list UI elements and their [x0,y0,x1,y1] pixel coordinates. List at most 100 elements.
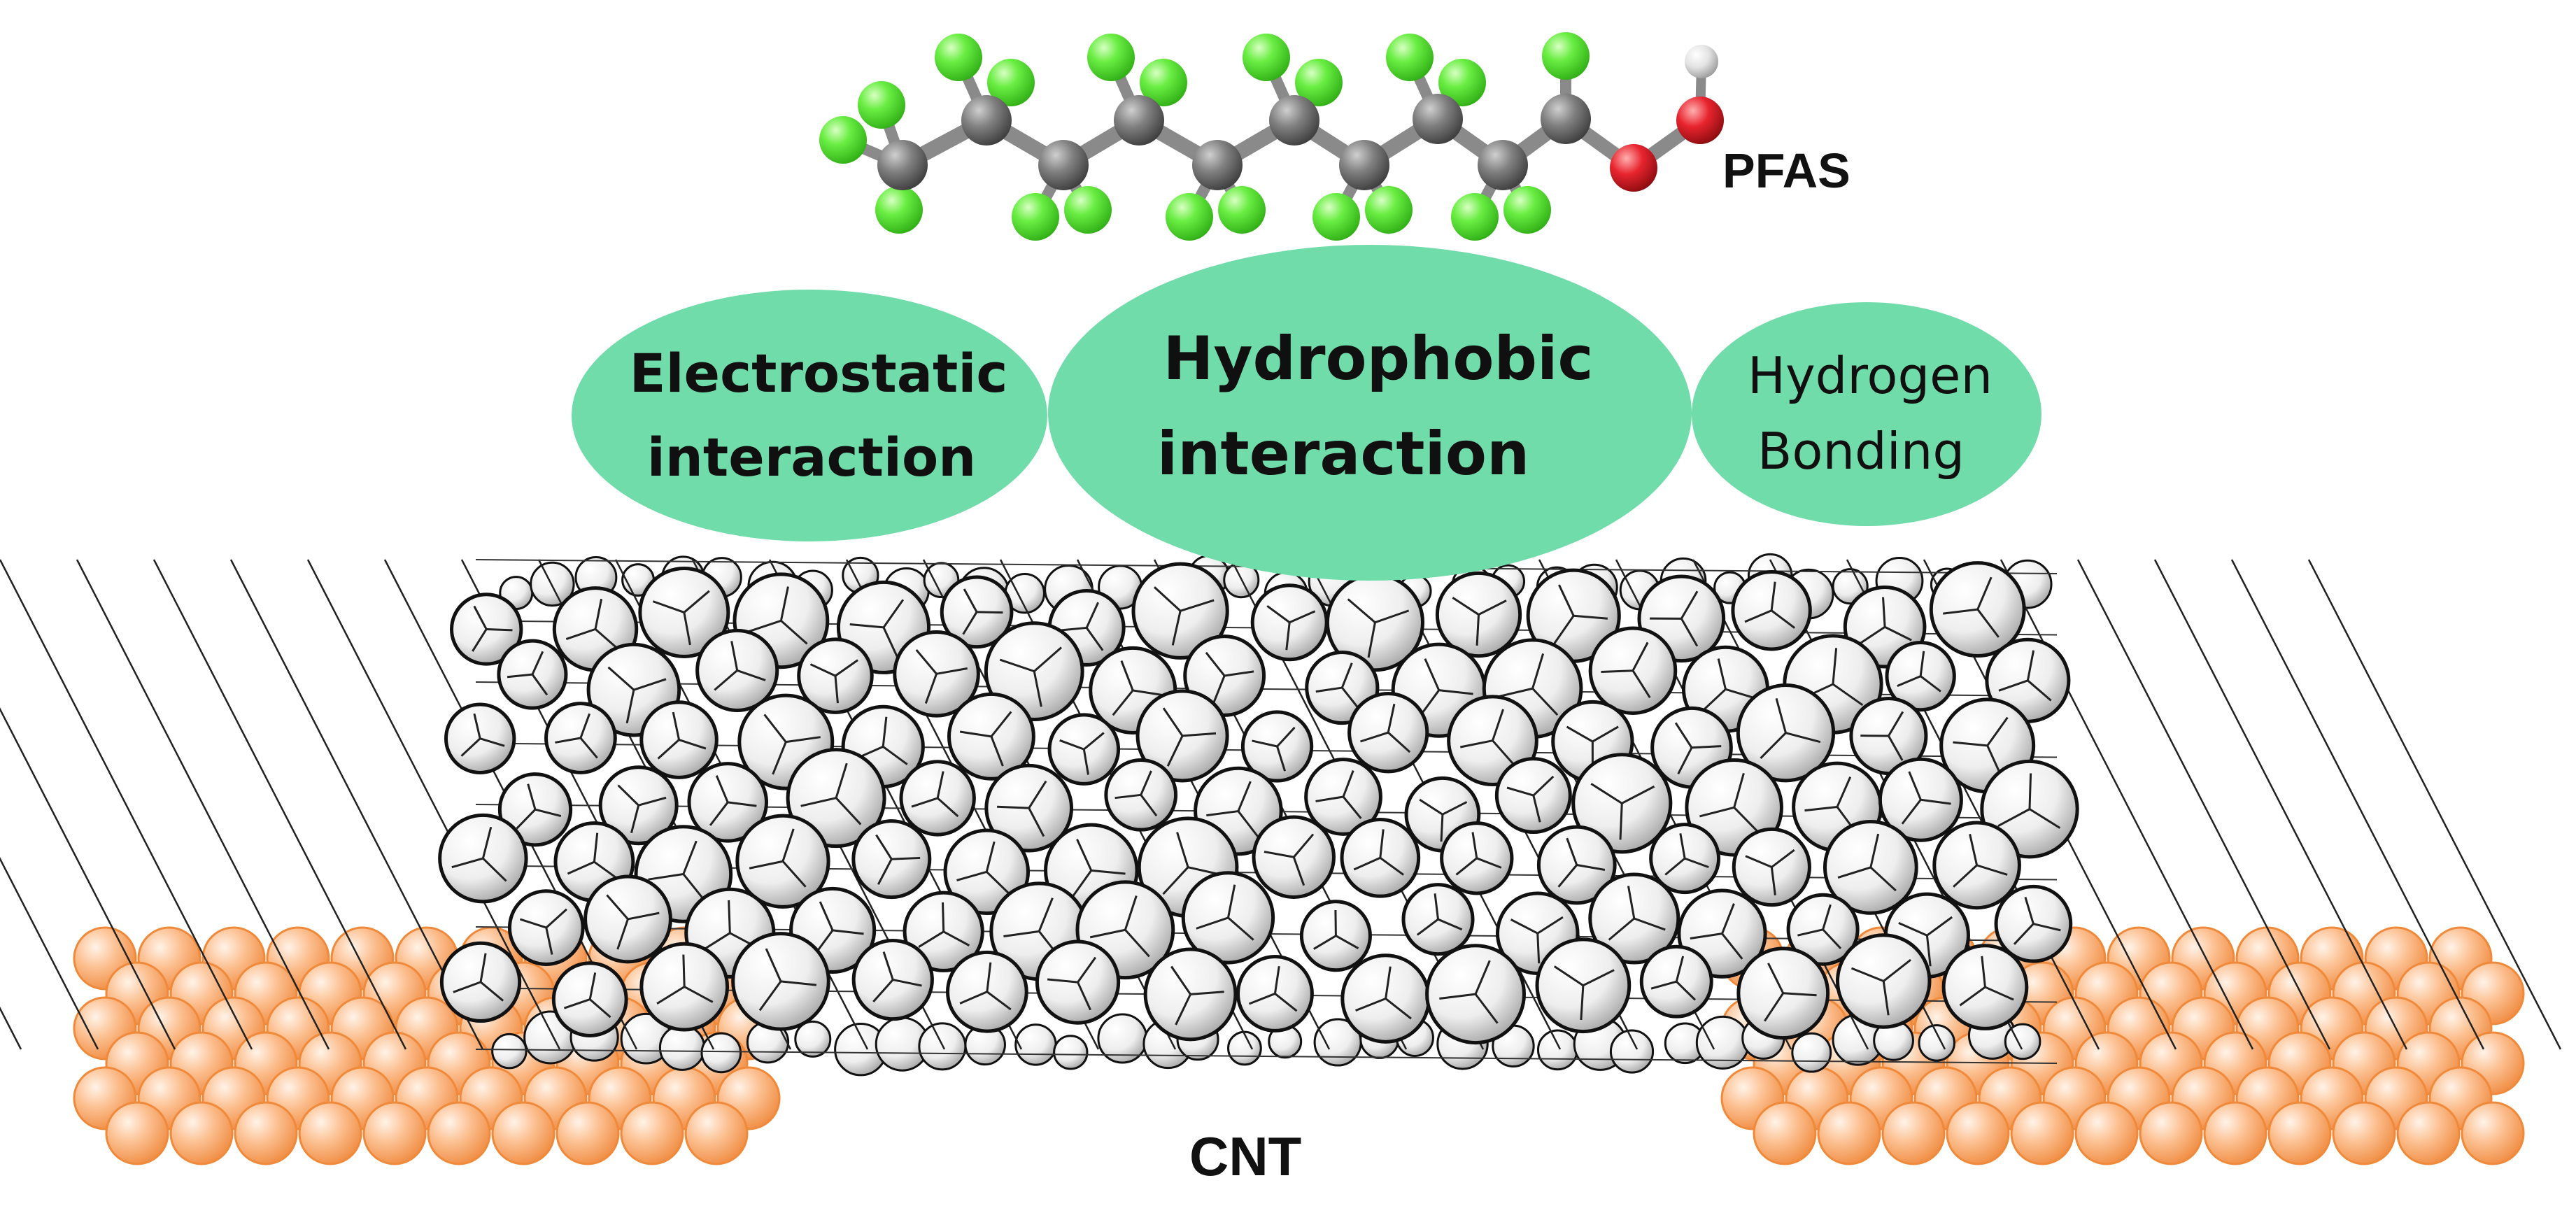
bond-stub [709,802,729,826]
bond-stub [1771,849,1795,868]
bond-stub [1822,928,1842,949]
carbon-atom-small [658,1024,706,1071]
bond-stub [918,930,944,948]
bond-stub [959,991,988,1005]
bond-stub [882,599,905,628]
bond-stub [1252,739,1278,748]
bond-stub [1276,746,1286,772]
bond-stub [714,669,738,691]
bond-stub [1492,739,1515,767]
bond-stub [595,628,620,651]
hydrogen-bonding: Hydrogen Bonding [1692,302,2041,526]
bond-stub [877,858,893,885]
lattice-strand [229,559,484,1050]
bond-stub [962,611,978,635]
lattice-strand [2153,559,2408,1050]
bond-stub [834,675,839,704]
copper-atom [298,1101,362,1165]
bond-stub [567,860,595,875]
bond-stub [1285,622,1291,651]
interaction-3-line2: Bonding [1757,422,1965,481]
bond-stub [1627,886,1636,919]
bond-stub [1953,741,1988,747]
bond-stub [1385,966,1392,999]
carbon-atom [877,140,928,190]
bond-stub [579,713,591,739]
bond-stub [1679,833,1686,859]
bond-stub [872,979,894,1002]
bond-stub [1608,917,1635,941]
lattice-strand [0,707,176,1050]
copper-atom [2267,1101,2332,1165]
bond-stub [1440,814,1444,842]
bond-stub [1783,992,1817,997]
bond-stub [728,900,731,933]
bond-stub [565,627,596,640]
bond-stub [1455,857,1478,876]
bond-stub [1033,646,1063,672]
bond-stub [1471,832,1478,859]
bond-stub [1120,660,1134,691]
bond-stub [1680,618,1699,647]
bond-stub [1162,866,1189,895]
ellipse-hydrophobic [1048,245,1692,581]
bond-stub [1690,932,1722,939]
bond-stub [1920,675,1941,693]
bond-stub [1888,711,1904,737]
copper-atom [1817,1101,1881,1165]
carbon-atom-small [1014,1023,1057,1066]
bond-stub [683,590,710,613]
substrate-right [1720,926,2525,1165]
lattice-strand [2230,559,2485,1050]
copper-atom [2461,1101,2525,1165]
fluorine-atom [875,186,923,234]
carbon-atom-small [1918,1024,1955,1062]
bond-stub [1439,993,1476,1000]
bond-stub [633,678,667,691]
bond-stub [780,620,808,645]
bond-stub [1998,679,2028,692]
fluorine-atom [1438,59,1486,106]
bond-stub [1883,958,1911,982]
fluorine-atom [935,34,982,81]
bond-stub [1919,651,1925,676]
bond-stub [1566,725,1594,743]
bond-stub [1721,932,1743,960]
bond-stub [617,784,639,807]
bond-stub [1140,770,1152,795]
pfas-label: PFAS [1722,143,1850,198]
fluorine-atom [1365,186,1413,234]
bond-stub [835,762,848,799]
bond-stub [1869,866,1897,892]
bond-stub [1573,614,1608,620]
bond-stub [1701,688,1727,712]
bond-stub [2013,923,2034,945]
bond-stub [1837,866,1871,879]
fluorine-atom [1087,34,1135,81]
bond-stub [682,840,698,875]
bond-stub [1976,609,2000,638]
bond-stub [473,605,488,630]
fluorine-atom [1166,193,1213,241]
bond-stub [747,619,781,633]
bond-stub [1976,864,2008,876]
bond-stub [882,627,899,659]
fluorine-atom [1012,193,1059,241]
copper-atom [2074,1101,2139,1165]
bond-stub [1557,864,1578,888]
bond-stub [1091,869,1126,875]
bond-stub [1379,829,1385,858]
bond-stub [1033,671,1042,707]
bond-stub [1532,775,1555,797]
lattice-strand [2076,559,2331,1050]
bond-stub [593,832,599,863]
bond-stub [1532,795,1541,823]
bond-stub [1984,986,2014,1001]
bond-stub [1492,709,1504,742]
bond-stub [679,739,707,750]
bond-stub [1725,688,1756,700]
bond-stub [1632,669,1651,699]
bond-stub [1619,803,1623,840]
bond-stub [1496,687,1533,698]
carbon-atom [1541,94,1591,144]
